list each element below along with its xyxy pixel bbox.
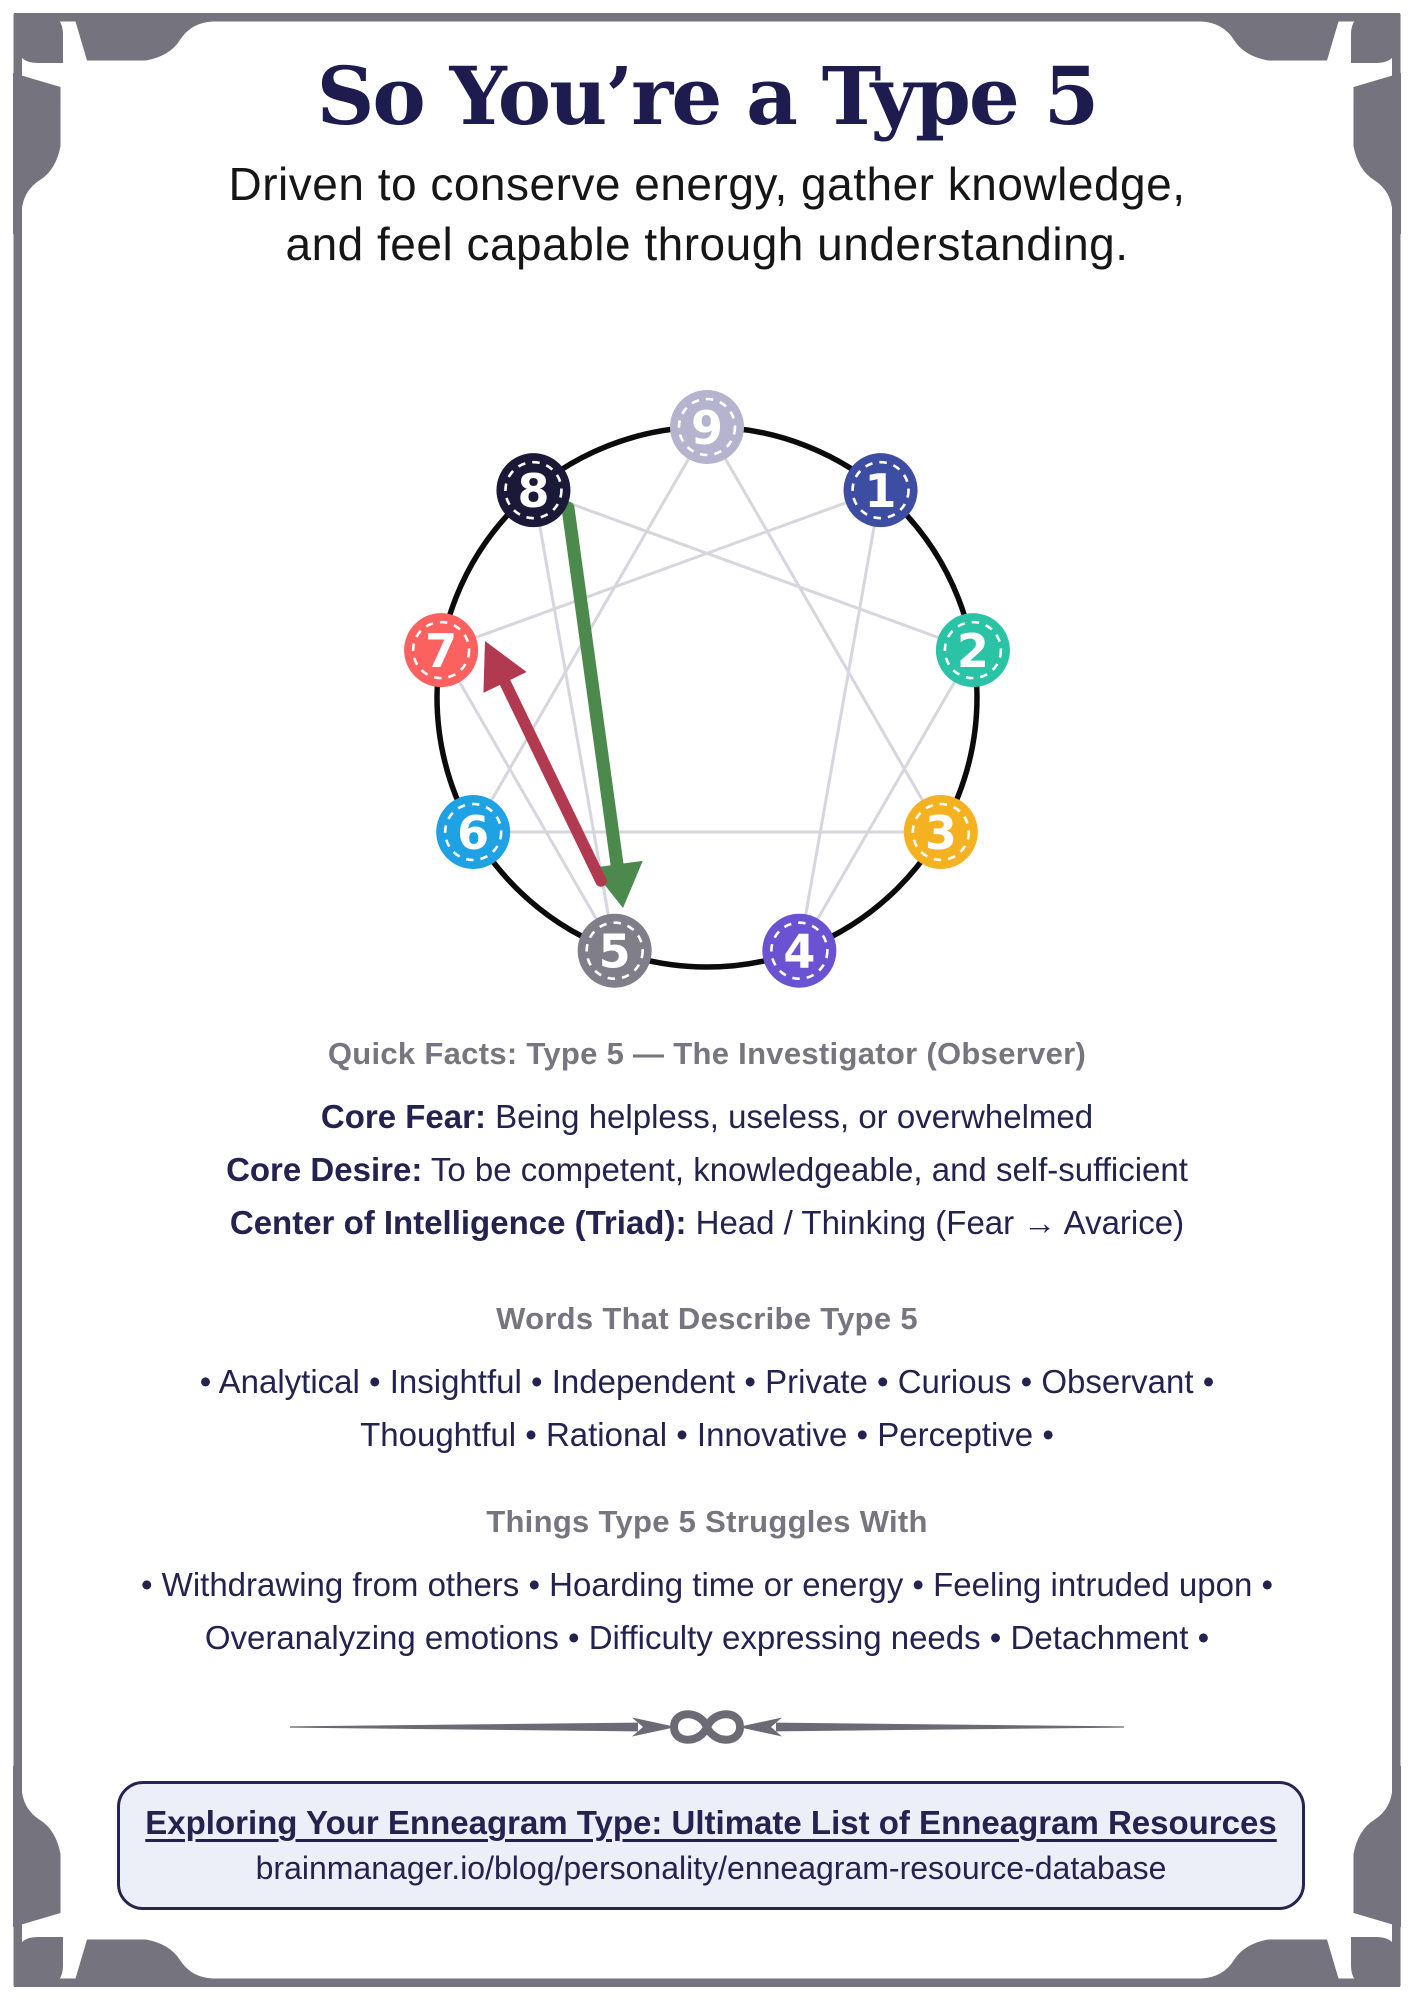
type-8-number: 8 bbox=[517, 464, 549, 518]
fact-label: Core Desire: bbox=[226, 1151, 423, 1188]
type-8-circle bbox=[496, 453, 571, 528]
page-title: So You’re a Type 5 bbox=[316, 49, 1100, 143]
struggles-line-1: • Withdrawing from others • Hoarding tim… bbox=[140, 1566, 1274, 1603]
type-4-dashed-ring bbox=[770, 921, 829, 981]
words-line-1: • Analytical • Insightful • Independent … bbox=[199, 1363, 1215, 1400]
divider-ornament bbox=[290, 1710, 1124, 1744]
type-6-circle bbox=[436, 795, 511, 869]
type-8-dashed-ring bbox=[504, 460, 563, 520]
growth-arrow-8-to-5-shaft bbox=[561, 501, 624, 871]
type-9-number: 9 bbox=[691, 401, 723, 455]
resource-link[interactable]: Exploring Your Enneagram Type: Ultimate … bbox=[145, 1804, 1277, 1841]
frame-top-bar bbox=[14, 13, 1400, 22]
subtitle-line-2: and feel capable through understanding. bbox=[285, 218, 1129, 270]
struggles-heading: Things Type 5 Struggles With bbox=[486, 1504, 928, 1539]
web-line-1-4 bbox=[797, 489, 883, 951]
type-4-number: 4 bbox=[783, 925, 815, 979]
page-subtitle: Driven to conserve energy, gather knowle… bbox=[0, 154, 1414, 274]
type-5-circle bbox=[577, 913, 652, 988]
enneagram-diagram: 9 1 2 3 4 5 6 7 8 bbox=[404, 390, 1010, 988]
type-1-number: 1 bbox=[865, 464, 897, 518]
stress-arrow-5-to-7-shaft bbox=[499, 676, 607, 887]
type-9-dashed-ring bbox=[677, 397, 737, 457]
type-2-circle bbox=[935, 613, 1010, 688]
struggles-line-2: Overanalyzing emotions • Difficulty expr… bbox=[204, 1619, 1210, 1656]
resource-url: brainmanager.io/blog/personality/enneagr… bbox=[255, 1850, 1167, 1886]
web-line-4-2 bbox=[798, 649, 975, 952]
web-line-9-3 bbox=[705, 426, 943, 833]
type-7-dashed-ring bbox=[411, 620, 471, 680]
fact-row-triad: Center of Intelligence (Triad): Head / T… bbox=[0, 1196, 1414, 1249]
words-line-2: Thoughtful • Rational • Innovative • Per… bbox=[360, 1416, 1054, 1453]
frame-bottom-bar bbox=[14, 1978, 1400, 1987]
words-lines: • Analytical • Insightful • Independent … bbox=[0, 1355, 1414, 1461]
type-7-circle bbox=[404, 613, 479, 688]
type-6-number: 6 bbox=[457, 806, 489, 860]
type-2-number: 2 bbox=[957, 624, 989, 678]
web-line-5-7 bbox=[439, 649, 616, 952]
type-7-number: 7 bbox=[425, 624, 457, 678]
type-6-dashed-ring bbox=[443, 802, 503, 862]
frame-corner-top-left bbox=[13, 13, 234, 234]
type-2-dashed-ring bbox=[943, 620, 1003, 680]
type-3-number: 3 bbox=[925, 806, 957, 860]
web-line-2-8 bbox=[532, 488, 974, 652]
frame-left-bar bbox=[13, 14, 22, 1986]
fact-label: Center of Intelligence (Triad): bbox=[229, 1204, 687, 1241]
divider-left-line bbox=[290, 1717, 676, 1737]
type-5-dashed-ring bbox=[585, 921, 644, 981]
type-4-circle bbox=[762, 913, 837, 988]
fact-row-core-desire: Core Desire: To be competent, knowledgea… bbox=[0, 1143, 1414, 1196]
type-5-number: 5 bbox=[599, 925, 631, 979]
struggles-lines: • Withdrawing from others • Hoarding tim… bbox=[0, 1558, 1414, 1664]
growth-arrow-8-to-5-head bbox=[591, 860, 643, 908]
type-9-circle bbox=[670, 390, 744, 464]
fact-text: Head / Thinking (Fear → Avarice) bbox=[686, 1204, 1185, 1241]
quick-facts-heading: Quick Facts: Type 5 — The Investigator (… bbox=[327, 1036, 1087, 1071]
type-3-dashed-ring bbox=[911, 802, 971, 862]
quick-facts-rows: Core Fear: Being helpless, useless, or o… bbox=[0, 1090, 1414, 1249]
resource-card: Exploring Your Enneagram Type: Ultimate … bbox=[117, 1781, 1305, 1910]
type-1-circle bbox=[843, 453, 918, 528]
subtitle-line-1: Driven to conserve energy, gather knowle… bbox=[228, 158, 1186, 210]
fact-label: Core Fear: bbox=[320, 1098, 486, 1135]
type-1-dashed-ring bbox=[851, 460, 910, 520]
web-line-7-1 bbox=[440, 488, 882, 652]
frame-right-bar bbox=[1392, 14, 1401, 1986]
divider-right-line bbox=[738, 1717, 1124, 1737]
words-heading: Words That Describe Type 5 bbox=[496, 1301, 918, 1336]
stress-arrow-5-to-7-head bbox=[483, 641, 527, 693]
type-3-circle bbox=[903, 795, 978, 869]
fact-text: To be competent, knowledgeable, and self… bbox=[422, 1151, 1188, 1188]
fact-text: Being helpless, useless, or overwhelmed bbox=[485, 1098, 1094, 1135]
fact-row-core-fear: Core Fear: Being helpless, useless, or o… bbox=[0, 1090, 1414, 1143]
infinity-knot-icon bbox=[669, 1710, 745, 1744]
